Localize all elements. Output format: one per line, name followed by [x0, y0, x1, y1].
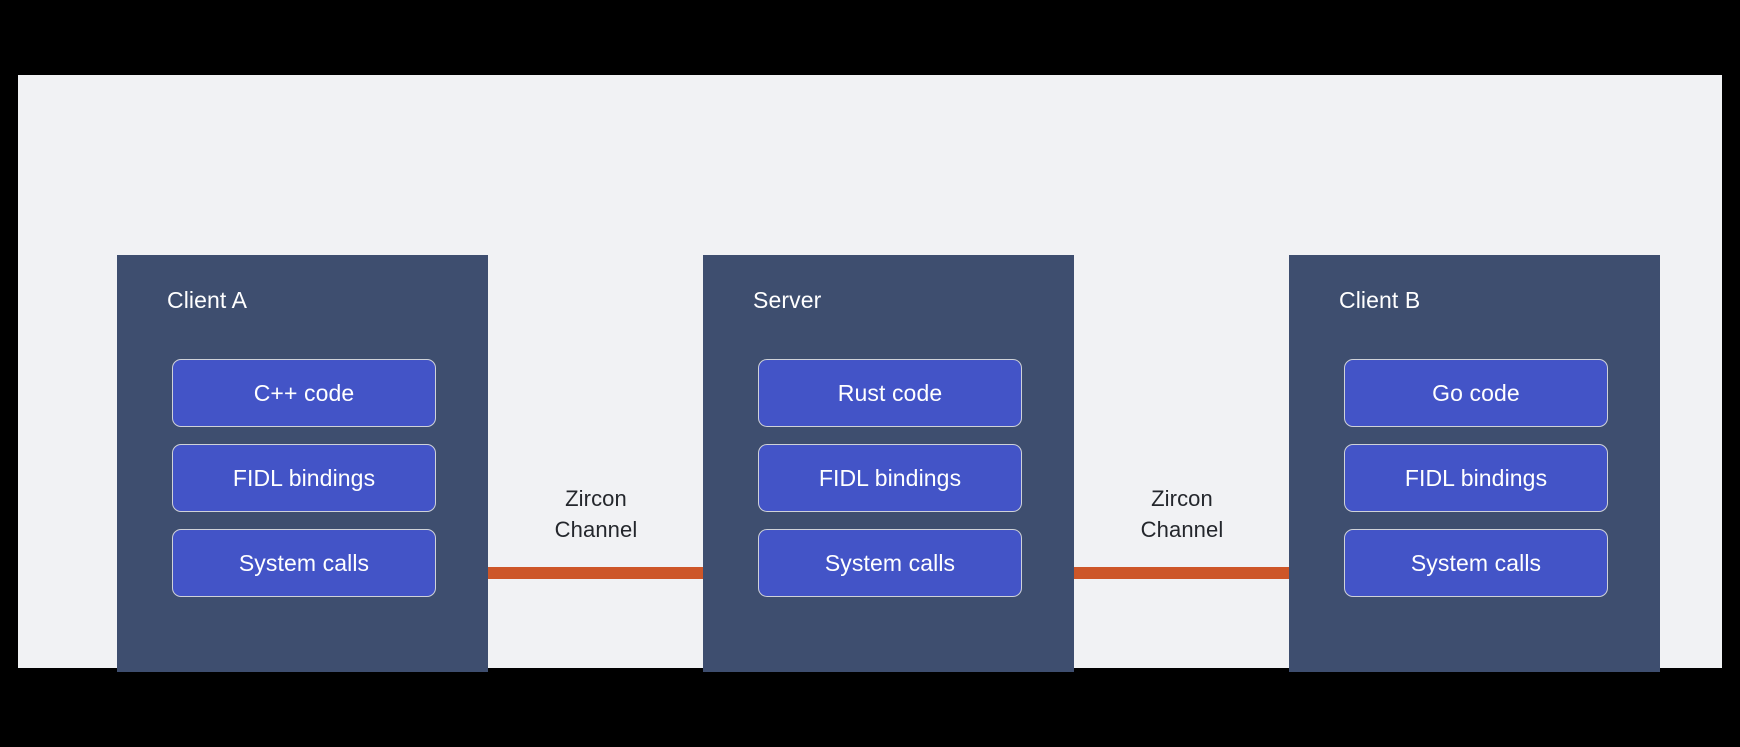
layer-label-fidl-bindings-client-b: FIDL bindings: [1404, 465, 1548, 491]
layer-box-system-calls-client-b: System calls: [1344, 529, 1608, 597]
zircon-channel-label-1-line2: Channel: [554, 517, 638, 542]
panel-client-b-title: Client B: [1339, 287, 1421, 313]
zircon-channel-label-1-line1: Zircon: [565, 486, 627, 511]
layer-box-system-calls-server: System calls: [758, 529, 1022, 597]
layer-box-fidl-bindings-server: FIDL bindings: [758, 444, 1022, 512]
layer-box-cpp-code: C++ code: [172, 359, 436, 427]
panel-server-title: Server: [753, 287, 822, 313]
layer-label-system-calls-server: System calls: [824, 550, 956, 576]
layer-label-system-calls-client-a: System calls: [238, 550, 370, 576]
panel-client-b-layer-stack: Go code FIDL bindings System calls: [1344, 359, 1608, 597]
panel-client-a: Client A C++ code FIDL bindings System c…: [117, 255, 488, 672]
diagram-card: Zircon Channel Zircon Channel Client A C…: [18, 75, 1722, 672]
zircon-channel-label-2-line1: Zircon: [1151, 486, 1213, 511]
panel-client-a-layer-stack: C++ code FIDL bindings System calls: [172, 359, 436, 597]
layer-label-system-calls-client-b: System calls: [1410, 550, 1542, 576]
zircon-channel-label-1: Zircon Channel: [496, 483, 696, 545]
panel-server-layer-stack: Rust code FIDL bindings System calls: [758, 359, 1022, 597]
layer-label-go-code: Go code: [1432, 380, 1520, 406]
layer-label-cpp-code: C++ code: [253, 380, 355, 406]
layer-label-fidl-bindings-server: FIDL bindings: [818, 465, 962, 491]
panel-client-b: Client B Go code FIDL bindings System ca…: [1289, 255, 1660, 672]
layer-box-system-calls-client-a: System calls: [172, 529, 436, 597]
layer-label-fidl-bindings-client-a: FIDL bindings: [232, 465, 376, 491]
panel-server: Server Rust code FIDL bindings System ca…: [703, 255, 1074, 672]
zircon-channel-label-2-line2: Channel: [1140, 517, 1224, 542]
zircon-channel-connector-2: [1014, 567, 1350, 579]
panel-client-a-title: Client A: [167, 287, 248, 313]
layer-box-fidl-bindings-client-a: FIDL bindings: [172, 444, 436, 512]
zircon-channel-connector-1: [428, 567, 764, 579]
layer-box-go-code: Go code: [1344, 359, 1608, 427]
layer-box-rust-code: Rust code: [758, 359, 1022, 427]
layer-label-rust-code: Rust code: [837, 380, 943, 406]
layer-box-fidl-bindings-client-b: FIDL bindings: [1344, 444, 1608, 512]
zircon-channel-label-2: Zircon Channel: [1082, 483, 1282, 545]
